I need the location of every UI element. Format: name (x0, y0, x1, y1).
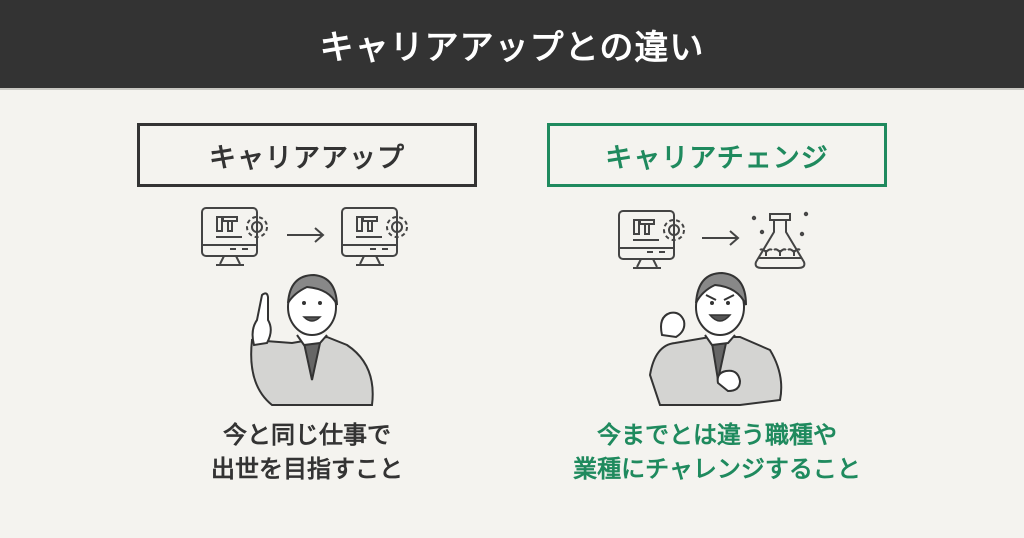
career-up-icons (201, 207, 408, 266)
career-up-description: 今と同じ仕事で 出世を目指すこと (137, 418, 477, 486)
career-change-description: 今までとは違う職種や 業種にチャレンジすること (517, 418, 917, 486)
monitor-it-gear-icon (341, 207, 408, 266)
career-change-icons (618, 210, 809, 269)
career-change-label: キャリアチェンジ (605, 142, 829, 174)
career-up-description-line2: 出世を目指すこと (211, 455, 403, 483)
monitor-it-gear-icon (618, 210, 685, 269)
businessman-pointing-illustration (250, 273, 374, 406)
businessman-fist-pump-illustration (648, 271, 783, 406)
header-divider (0, 88, 1024, 90)
career-up-label: キャリアアップ (209, 142, 405, 174)
career-up-description-line1: 今と同じ仕事で (223, 421, 391, 449)
career-change-description-line1: 今までとは違う職種や (597, 421, 837, 449)
arrow-right-icon (287, 227, 325, 243)
monitor-it-gear-icon (201, 207, 268, 266)
page-title: キャリアアップとの違い (319, 27, 705, 68)
career-change-label-box: キャリアチェンジ (547, 123, 887, 187)
career-change-description-line2: 業種にチャレンジすること (573, 455, 861, 483)
flask-sprouts-icon (751, 211, 809, 269)
career-up-label-box: キャリアアップ (137, 123, 477, 187)
header-bar: キャリアアップとの違い (0, 0, 1024, 88)
arrow-right-icon (702, 230, 740, 246)
